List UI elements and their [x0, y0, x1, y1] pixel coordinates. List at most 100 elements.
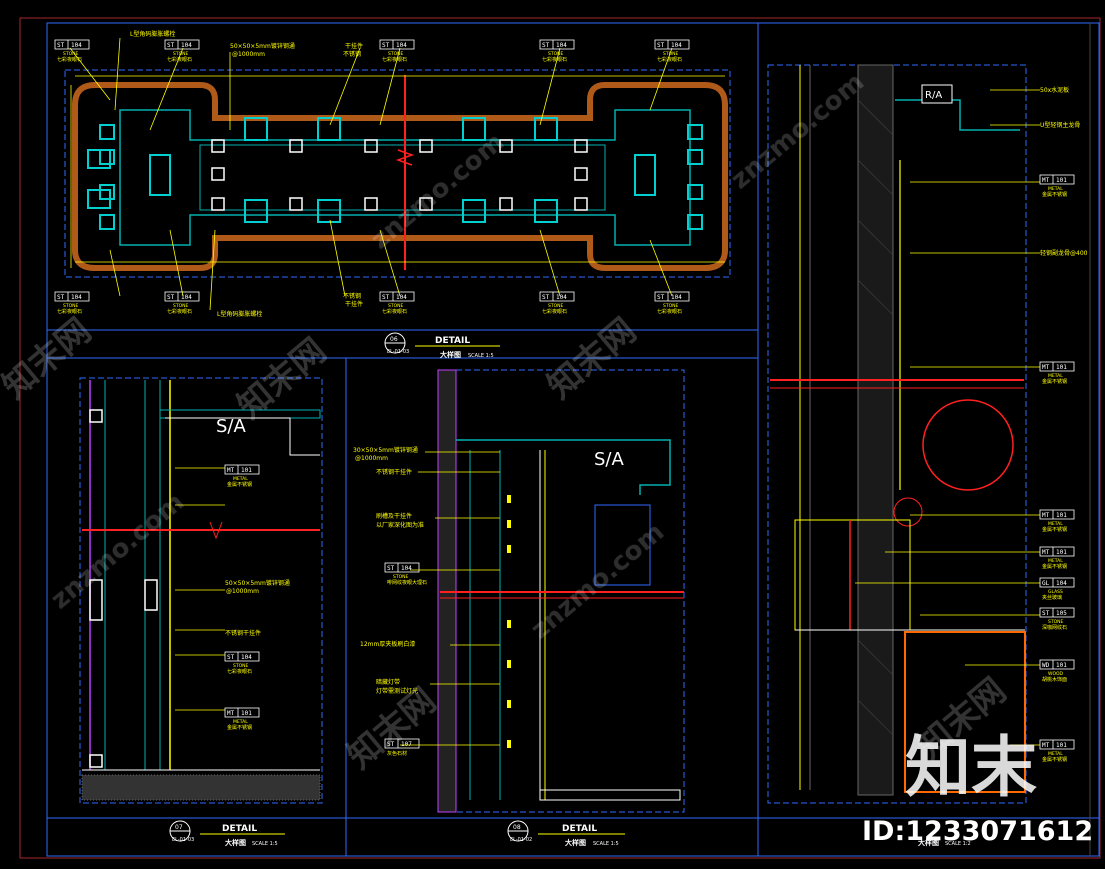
tag-material: 七彩夜眼石 [167, 56, 192, 63]
note-06-anchor-top: L型角码膨胀螺栓 [130, 30, 175, 38]
tag-number: 101 [1056, 364, 1067, 371]
title-09: 大样图 SCALE 1:2 [918, 838, 971, 847]
tag-type: STONE [388, 303, 404, 309]
tag-type: STONE [173, 51, 189, 57]
tag-type: METAL [1048, 373, 1063, 379]
note-06-bottom-pin: 干挂件 [345, 300, 363, 308]
tag-type: STONE [233, 663, 249, 669]
tag-number: 101 [241, 710, 252, 717]
detail-07-section [79, 377, 323, 804]
tag-material: 灰色石材 [387, 750, 407, 757]
tag-material: 金属不锈钢 [1042, 526, 1067, 533]
annotation-notes: L型角码膨胀螺栓 50×50×5mm镀锌钢通 @1000mm 干挂件不锈钢不锈钢干挂件… [130, 30, 1088, 695]
note-09-sub-keel: 轻钢副龙骨@400 [1040, 249, 1088, 257]
tag-material: 七彩夜眼石 [542, 308, 567, 315]
section-marker-08: S/A [594, 449, 624, 470]
svg-text:SCALE 1:5: SCALE 1:5 [468, 353, 494, 359]
tag-type: STONE [63, 51, 79, 57]
title-07: 07 EL-01-03 DETAIL 大样图 SCALE 1:5 [169, 820, 285, 847]
tag-code: ST [387, 565, 395, 572]
tag-code: MT [1042, 549, 1050, 556]
tag-material: 金属不锈钢 [1042, 191, 1067, 198]
tag-type: WOOD [1048, 671, 1064, 677]
tag-type: STONE [663, 303, 679, 309]
wm-text-4: znzmo.com [525, 517, 670, 645]
detail-08-section [400, 369, 685, 813]
note-06-steel: 50×50×5mm镀锌钢通 [230, 42, 295, 50]
tag-number: 105 [1056, 610, 1067, 617]
tag-material: 金属不锈钢 [1042, 563, 1067, 570]
svg-text:EL-01-03: EL-01-03 [387, 349, 409, 355]
svg-text:知末网: 知末网 [340, 681, 444, 777]
tag-number: 104 [396, 42, 407, 49]
tag-code: MT [227, 467, 235, 474]
tag-code: ST [657, 294, 665, 301]
tag-type: STONE [548, 51, 564, 57]
tag-code: MT [1042, 512, 1050, 519]
detail-06-plan [64, 37, 731, 311]
tag-number: 104 [181, 294, 192, 301]
svg-text:EL-01-03: EL-01-03 [172, 837, 194, 843]
tag-number: 101 [1056, 742, 1067, 749]
tag-number: 104 [241, 654, 252, 661]
note-08-light: 暗藏灯带 [376, 678, 400, 686]
note-08-steel-spacing: @1000mm [355, 455, 388, 462]
tag-type: STONE [1048, 619, 1064, 625]
tag-code: ST [657, 42, 665, 49]
tag-type: STONE [548, 303, 564, 309]
tag-number: 104 [396, 294, 407, 301]
tag-number: 104 [671, 294, 682, 301]
note-09-main-keel: U型轻钢主龙骨 [1040, 121, 1080, 129]
tag-material: 七彩夜眼石 [382, 308, 407, 315]
title-06: 06 EL-01-03 DETAIL 大样图 SCALE 1:5 [384, 332, 500, 359]
tag-type: METAL [1048, 751, 1063, 757]
tag-code: ST [542, 42, 550, 49]
tag-material: 金属不锈钢 [227, 724, 252, 731]
tag-number: 104 [671, 42, 682, 49]
tag-material: 七彩夜眼石 [542, 56, 567, 63]
section-marker-07: S/A [216, 416, 246, 437]
tag-type: STONE [663, 51, 679, 57]
tag-material: 啡网纹夜眼大理石 [387, 579, 427, 586]
tag-material: 夹丝玻璃 [1042, 594, 1062, 601]
tag-material: 七彩夜眼石 [657, 308, 682, 315]
tag-code: ST [57, 294, 65, 301]
svg-text:DETAIL: DETAIL [222, 824, 257, 834]
svg-text:大样图: 大样图 [440, 350, 461, 359]
tag-code: MT [227, 710, 235, 717]
svg-text:EL-01-02: EL-01-02 [510, 837, 532, 843]
tag-number: 101 [1056, 662, 1067, 669]
tag-code: GL [1042, 580, 1050, 587]
svg-text:SCALE 1:2: SCALE 1:2 [945, 841, 971, 847]
tag-material: 深咖网纹石 [1042, 624, 1067, 631]
wm-text-1: znzmo.com [45, 487, 190, 615]
tag-number: 104 [556, 294, 567, 301]
tag-type: METAL [1048, 186, 1063, 192]
tag-material: 七彩夜眼石 [167, 308, 192, 315]
svg-text:07: 07 [175, 824, 183, 831]
title-08: 08 EL-01-02 DETAIL 大样图 SCALE 1:5 [507, 820, 625, 847]
note-06-bottom-pin-material: 不锈钢 [343, 292, 361, 300]
tag-number: 104 [401, 565, 412, 572]
note-08-pin: 不锈钢干挂件 [376, 468, 412, 476]
tag-code: MT [1042, 742, 1050, 749]
tag-code: MT [1042, 177, 1050, 184]
tag-type: STONE [63, 303, 79, 309]
tag-code: ST [1042, 610, 1050, 617]
svg-text:08: 08 [513, 824, 521, 831]
svg-text:DETAIL: DETAIL [562, 824, 597, 834]
wm-text-3: znzmo.com [725, 67, 870, 195]
tag-material: 七彩夜眼石 [227, 668, 252, 675]
note-08-steel: 30×50×5mm镀锌钢通 [353, 446, 418, 454]
tag-code: ST [542, 294, 550, 301]
tag-number: 101 [1056, 177, 1067, 184]
